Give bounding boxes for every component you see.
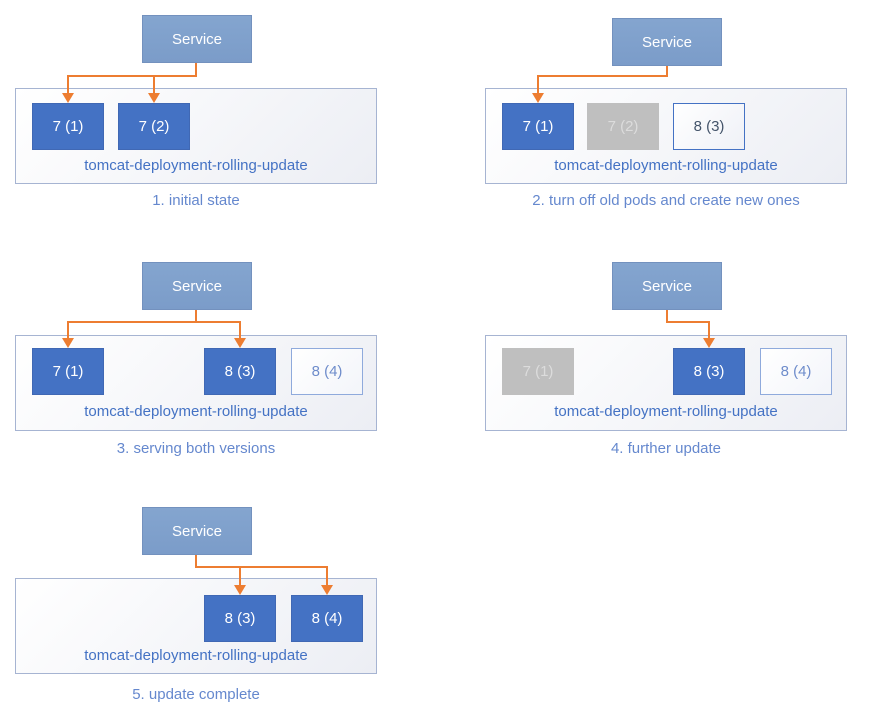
arrowhead-icon [234,585,246,595]
service-label: Service [171,30,223,48]
panel-serving-both-versions: Service 7 (1) 8 (3) 8 (4) tomcat-deploym… [15,262,377,457]
panel-caption: 3. serving both versions [116,440,276,457]
arrow-drop [239,321,241,338]
service-box: Service [612,18,722,66]
arrow-drop [239,566,241,585]
arrow-branch [195,566,328,568]
arrowhead-icon [321,585,333,595]
arrowhead-icon [703,338,715,348]
deployment-label: tomcat-deployment-rolling-update [84,157,308,174]
pod-8-4: 8 (4) [291,595,363,642]
arrow-drop [67,75,69,93]
arrowhead-icon [532,93,544,103]
arrow-drop [153,75,155,93]
service-box: Service [142,15,252,63]
deployment-label: tomcat-deployment-rolling-update [554,403,778,420]
arrow-stem [666,310,668,323]
service-box: Service [142,507,252,555]
arrow-drop [708,321,710,338]
pod-8-4: 8 (4) [760,348,832,395]
panel-turn-off-old-pods: Service 7 (1) 7 (2) 8 (3) tomcat-deploym… [485,15,847,210]
arrow-stem [195,555,197,568]
pod-8-3: 8 (3) [204,348,276,395]
service-label: Service [641,277,693,295]
service-label: Service [171,277,223,295]
panel-caption: 2. turn off old pods and create new ones [532,192,800,209]
arrowhead-icon [62,338,74,348]
arrow-drop [326,566,328,585]
pod-7-1: 7 (1) [502,348,574,395]
pod-8-4: 8 (4) [291,348,363,395]
panel-update-complete: Service 8 (3) 8 (4) tomcat-deployment-ro… [15,507,377,703]
deployment-label: tomcat-deployment-rolling-update [84,403,308,420]
pod-7-2: 7 (2) [118,103,190,150]
arrow-branch [537,75,668,77]
arrowhead-icon [148,93,160,103]
deployment-label: tomcat-deployment-rolling-update [554,157,778,174]
arrow-stem [195,310,197,323]
arrowhead-icon [234,338,246,348]
panel-caption: 5. update complete [132,686,260,703]
arrow-stem [195,63,197,77]
pod-8-3: 8 (3) [673,103,745,150]
panel-initial-state: Service 7 (1) 7 (2) tomcat-deployment-ro… [15,15,377,210]
arrow-branch [67,75,197,77]
arrow-drop [67,321,69,338]
arrowhead-icon [62,93,74,103]
service-box: Service [142,262,252,310]
arrow-drop [537,75,539,93]
pod-7-1: 7 (1) [32,348,104,395]
service-label: Service [171,522,223,540]
pod-7-1: 7 (1) [502,103,574,150]
service-box: Service [612,262,722,310]
panel-caption: 1. initial state [152,192,240,209]
service-label: Service [641,33,693,51]
pod-7-1: 7 (1) [32,103,104,150]
pod-7-2: 7 (2) [587,103,659,150]
arrow-branch [67,321,241,323]
arrow-branch [666,321,710,323]
arrow-stem [666,66,668,77]
panel-further-update: Service 7 (1) 8 (3) 8 (4) tomcat-deploym… [485,262,847,457]
pod-8-3: 8 (3) [204,595,276,642]
deployment-label: tomcat-deployment-rolling-update [84,647,308,664]
panel-caption: 4. further update [610,440,722,457]
pod-8-3: 8 (3) [673,348,745,395]
